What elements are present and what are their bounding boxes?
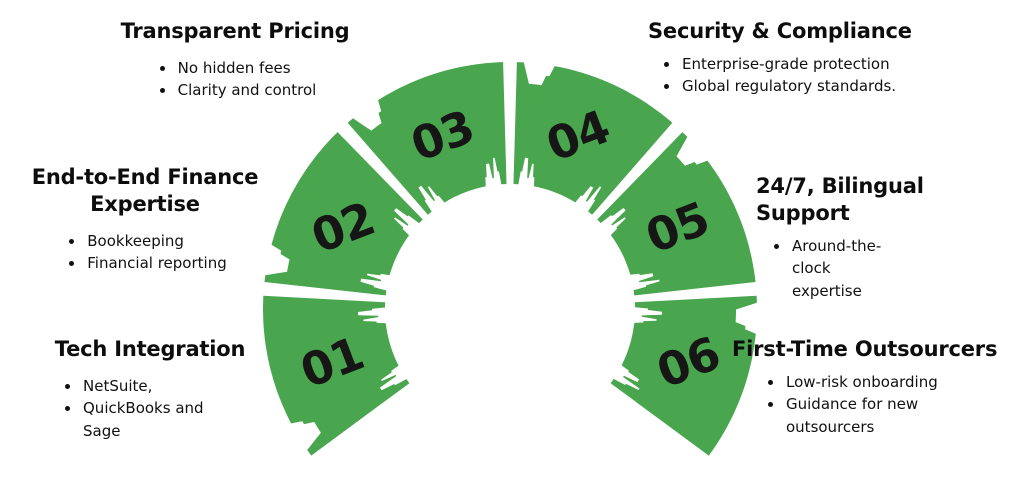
- segment-04-shape: [513, 62, 673, 215]
- feature-item: Guidance for new outsourcers: [784, 393, 964, 438]
- feature-item: Bookkeeping: [85, 230, 226, 253]
- feature-item: QuickBooks and Sage: [81, 397, 241, 442]
- feature-list: Low-risk onboarding Guidance for new out…: [762, 371, 964, 439]
- feature-list: Enterprise-grade protection Global regul…: [658, 53, 948, 98]
- feature-list: NetSuite, QuickBooks and Sage: [59, 375, 241, 443]
- feature-item: No hidden fees: [176, 57, 317, 80]
- feature-title: Security & Compliance: [648, 19, 912, 43]
- feature-title: Transparent Pricing: [120, 19, 350, 43]
- segment-01-shape: [263, 295, 410, 456]
- feature-item: Enterprise-grade protection: [680, 53, 948, 76]
- feature-item: Low-risk onboarding: [784, 371, 964, 394]
- feature-first-time-outsourcers: First-Time Outsourcers Low-risk onboardi…: [732, 336, 1022, 438]
- feature-list: Around-the-clock expertise: [768, 235, 895, 303]
- feature-item: NetSuite,: [81, 375, 241, 398]
- feature-tech-integration: Tech Integration NetSuite, QuickBooks an…: [40, 336, 260, 442]
- feature-item: Global regulatory standards.: [680, 75, 948, 98]
- segment-03-shape: [347, 62, 507, 215]
- feature-title: End-to-End Finance Expertise: [31, 165, 259, 216]
- segment-06-shape: [610, 295, 757, 456]
- feature-title: First-Time Outsourcers: [732, 337, 998, 361]
- feature-bilingual-support: 24/7, Bilingual Support Around-the-clock…: [756, 173, 928, 302]
- feature-item: Financial reporting: [85, 252, 226, 275]
- feature-list: No hidden fees Clarity and control: [154, 57, 317, 102]
- segment-05-shape: [597, 132, 756, 296]
- feature-end-to-end-finance: End-to-End Finance Expertise Bookkeeping…: [28, 164, 262, 275]
- feature-title: 24/7, Bilingual Support: [756, 174, 924, 225]
- feature-item: Around-the-clock expertise: [790, 235, 895, 303]
- feature-transparent-pricing: Transparent Pricing No hidden fees Clari…: [100, 18, 370, 102]
- feature-security-compliance: Security & Compliance Enterprise-grade p…: [648, 18, 948, 98]
- feature-title: Tech Integration: [54, 337, 246, 361]
- segment-02-shape: [264, 132, 423, 296]
- feature-list: Bookkeeping Financial reporting: [63, 230, 226, 275]
- feature-item: Clarity and control: [176, 79, 317, 102]
